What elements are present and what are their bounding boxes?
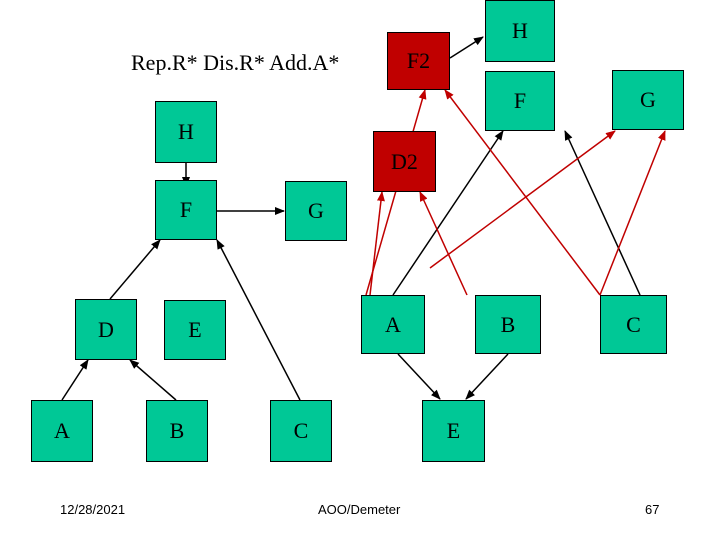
right-node-e-label: E	[446, 418, 461, 443]
left-node-c-label: C	[293, 418, 309, 443]
left-node-h-label: H	[178, 119, 194, 144]
page-number: 67	[645, 502, 660, 517]
edge-right-a-to-f2	[365, 89, 427, 296]
right-node-c: C	[600, 295, 667, 354]
right-node-h-label: H	[512, 18, 528, 43]
edge-right-a-to-d2	[369, 191, 385, 296]
right-node-b-label: B	[500, 311, 516, 337]
left-node-f: F	[155, 180, 217, 240]
right-node-e: E	[422, 400, 485, 462]
footer-date: 12/28/2021	[60, 502, 126, 517]
edge-left-d-to-f	[109, 239, 161, 300]
edge-right-c-to-f	[564, 130, 641, 296]
edge-left-a-to-d	[61, 359, 89, 401]
edge-left-b-to-d	[129, 359, 177, 401]
edge-right-c-to-f2	[444, 89, 601, 296]
right-node-f2: F2	[387, 32, 450, 90]
footer-center: AOO/Demeter	[318, 502, 401, 517]
left-node-g-label: G	[308, 198, 324, 223]
left-node-a: A	[31, 400, 93, 462]
right-node-d2-label: D2	[391, 148, 418, 174]
left-node-b: B	[146, 400, 208, 462]
left-node-a-label: A	[54, 418, 70, 443]
edge-right-a-to-f	[392, 130, 504, 296]
left-node-c: C	[270, 400, 332, 462]
slide-title: Rep.R* Dis.R* Add.A*	[131, 50, 340, 75]
edge-left-c-to-f	[216, 239, 301, 401]
left-node-e: E	[164, 300, 226, 360]
right-node-c-label: C	[626, 311, 641, 337]
right-node-a: A	[361, 295, 425, 354]
left-node-d-label: D	[98, 316, 114, 342]
right-node-b: B	[475, 295, 541, 354]
edge-right-b-to-e	[465, 353, 509, 400]
edge-right-b-to-d2	[419, 191, 468, 296]
right-node-a-label: A	[385, 311, 401, 337]
left-node-h: H	[155, 101, 217, 163]
edge-right-f2-to-h	[449, 36, 484, 59]
left-node-d: D	[75, 299, 137, 360]
edge-right-c-to-g	[599, 130, 666, 296]
left-node-f-label: F	[179, 197, 193, 222]
right-node-f2-label: F2	[406, 48, 431, 73]
right-node-g-label: G	[640, 87, 656, 112]
left-node-g: G	[285, 181, 347, 241]
right-node-f-label: F	[513, 88, 527, 113]
edge-right-b-to-g	[429, 130, 616, 269]
right-node-h: H	[485, 0, 555, 62]
edge-right-a-to-e	[397, 353, 441, 400]
right-node-g: G	[612, 70, 684, 130]
left-node-e-label: E	[188, 317, 202, 342]
right-node-f: F	[485, 71, 555, 131]
right-node-d2: D2	[373, 131, 436, 192]
left-node-b-label: B	[169, 418, 185, 443]
